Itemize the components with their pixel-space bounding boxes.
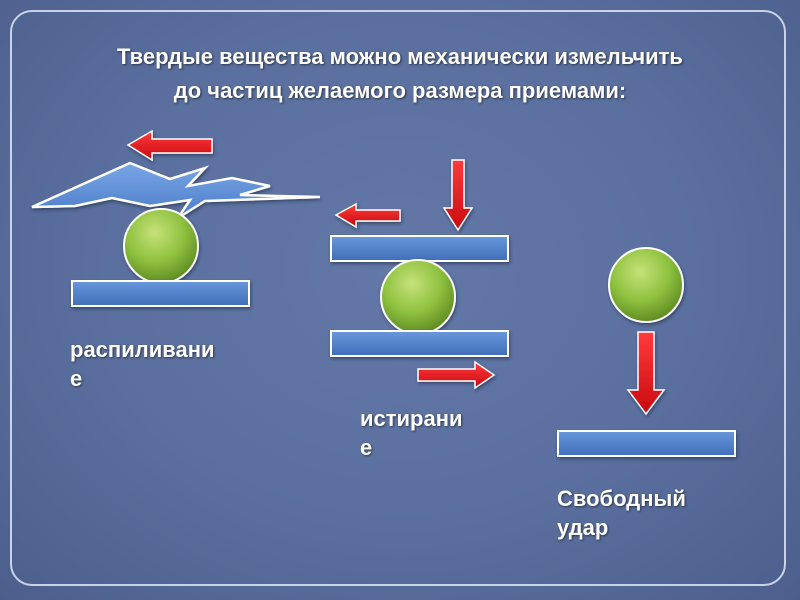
particle-ball-impact (608, 247, 684, 323)
label-impact: Свободный удар (557, 484, 737, 542)
bottom-plate-arrow-right (417, 360, 496, 390)
label-grinding-line-1: истирани (360, 406, 463, 431)
grinding-bottom-plate (330, 330, 509, 357)
label-sawing-line-1: распиливани (70, 337, 215, 362)
sawing-base-plate (71, 280, 250, 307)
grinding-top-plate (330, 235, 509, 262)
sawing-group (31, 129, 321, 307)
slide-frame (10, 10, 786, 586)
label-sawing-line-2: е (70, 366, 83, 391)
slide-title-line-1: Твердые вещества можно механически измел… (117, 44, 683, 69)
particle-ball-grinding (380, 259, 456, 335)
label-grinding: истирани е (360, 404, 500, 462)
label-sawing: распиливани е (70, 335, 260, 393)
impact-group (557, 247, 736, 457)
fall-arrow-down (626, 331, 666, 416)
saw-direction-arrow-left (126, 129, 213, 162)
slide-title: Твердые вещества можно механически измел… (0, 40, 800, 108)
grinding-group (330, 159, 509, 390)
particle-ball-sawing (123, 208, 199, 284)
top-plate-arrow-left (334, 202, 401, 229)
slide-title-line-2: до частиц желаемого размера приемами: (173, 78, 627, 103)
label-impact-line-1: Свободный (557, 486, 686, 511)
label-grinding-line-2: е (360, 435, 373, 460)
press-arrow-down (442, 159, 474, 232)
saw-blade-icon (31, 161, 321, 220)
label-impact-line-2: удар (557, 515, 609, 540)
impact-base-plate (557, 430, 736, 457)
